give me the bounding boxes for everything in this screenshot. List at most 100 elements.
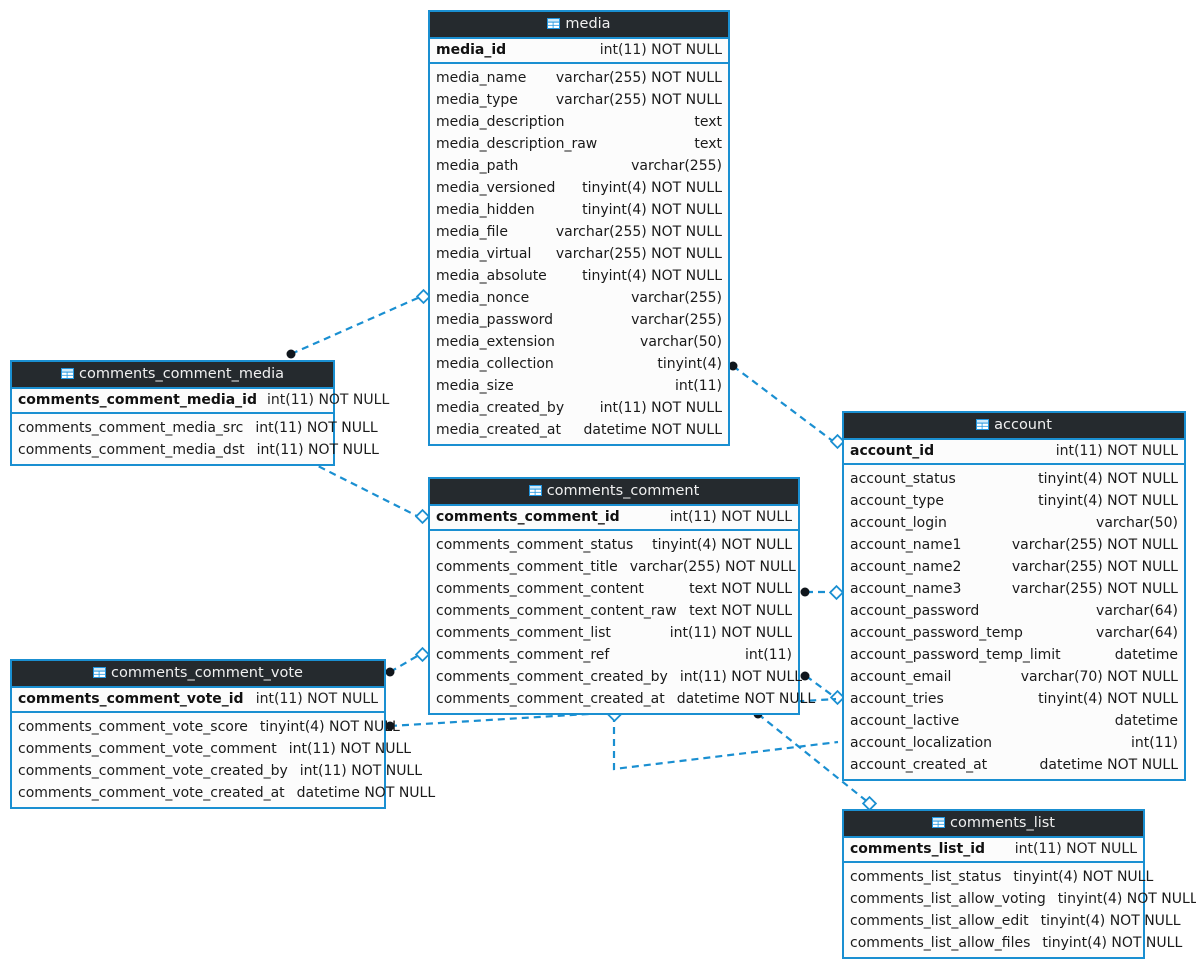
- primary-key-row[interactable]: comments_list_id int(11) NOT NULL: [844, 836, 1143, 863]
- table-header-media[interactable]: media: [430, 12, 728, 37]
- table-header-comments_comment[interactable]: comments_comment: [430, 479, 798, 504]
- field-type: tinyint(4) NOT NULL: [582, 268, 722, 284]
- table-header-comments_comment_vote[interactable]: comments_comment_vote: [12, 661, 384, 686]
- table-header-comments_list[interactable]: comments_list: [844, 811, 1143, 836]
- field-name: account_name1: [850, 537, 962, 553]
- field-type: varchar(70) NOT NULL: [1020, 669, 1178, 685]
- field-name: comments_comment_vote_comment: [18, 741, 277, 757]
- field-type: varchar(255) NOT NULL: [1011, 537, 1178, 553]
- table-title: media: [565, 16, 611, 32]
- field-name: media_id: [436, 42, 507, 58]
- field-type: varchar(255) NOT NULL: [555, 92, 722, 108]
- field-type: varchar(255) NOT NULL: [555, 70, 722, 86]
- field-name: account_tries: [850, 691, 944, 707]
- field-name: media_size: [436, 378, 514, 394]
- field-type: tinyint(4) NOT NULL: [1042, 935, 1183, 951]
- field-row[interactable]: account_name1 varchar(255) NOT NULL: [844, 534, 1184, 556]
- field-type: varchar(255) NOT NULL: [1011, 559, 1178, 575]
- field-name: account_password_temp: [850, 625, 1023, 641]
- field-type: datetime NOT NULL: [583, 422, 722, 438]
- field-type: int(11) NOT NULL: [1014, 841, 1137, 857]
- table-header-comments_comment_media[interactable]: comments_comment_media: [12, 362, 333, 387]
- field-type: tinyint(4) NOT NULL: [259, 719, 400, 735]
- field-name: comments_comment_created_at: [436, 691, 665, 707]
- field-name: comments_list_id: [850, 841, 986, 857]
- field-name: media_name: [436, 70, 527, 86]
- field-row[interactable]: media_name varchar(255) NOT NULL: [430, 67, 728, 89]
- relationship-ccmedia-media: [286, 288, 432, 359]
- field-name: comments_list_status: [850, 869, 1002, 885]
- field-name: media_created_by: [436, 400, 565, 416]
- field-type: tinyint(4) NOT NULL: [1038, 471, 1178, 487]
- field-type: tinyint(4) NOT NULL: [652, 537, 792, 553]
- field-name: comments_comment_media_id: [18, 392, 257, 408]
- field-type: tinyint(4) NOT NULL: [1057, 891, 1196, 907]
- table-title: comments_comment: [546, 483, 700, 499]
- table-comments_list[interactable]: comments_list comments_list_id int(11) NOT…: [842, 809, 1196, 959]
- field-name: comments_comment_vote_id: [18, 691, 244, 707]
- field-type: text: [694, 114, 722, 130]
- field-name: comments_comment_id: [436, 509, 620, 525]
- table-header-account[interactable]: account: [844, 413, 1184, 438]
- field-type: varchar(255) NOT NULL: [555, 246, 722, 262]
